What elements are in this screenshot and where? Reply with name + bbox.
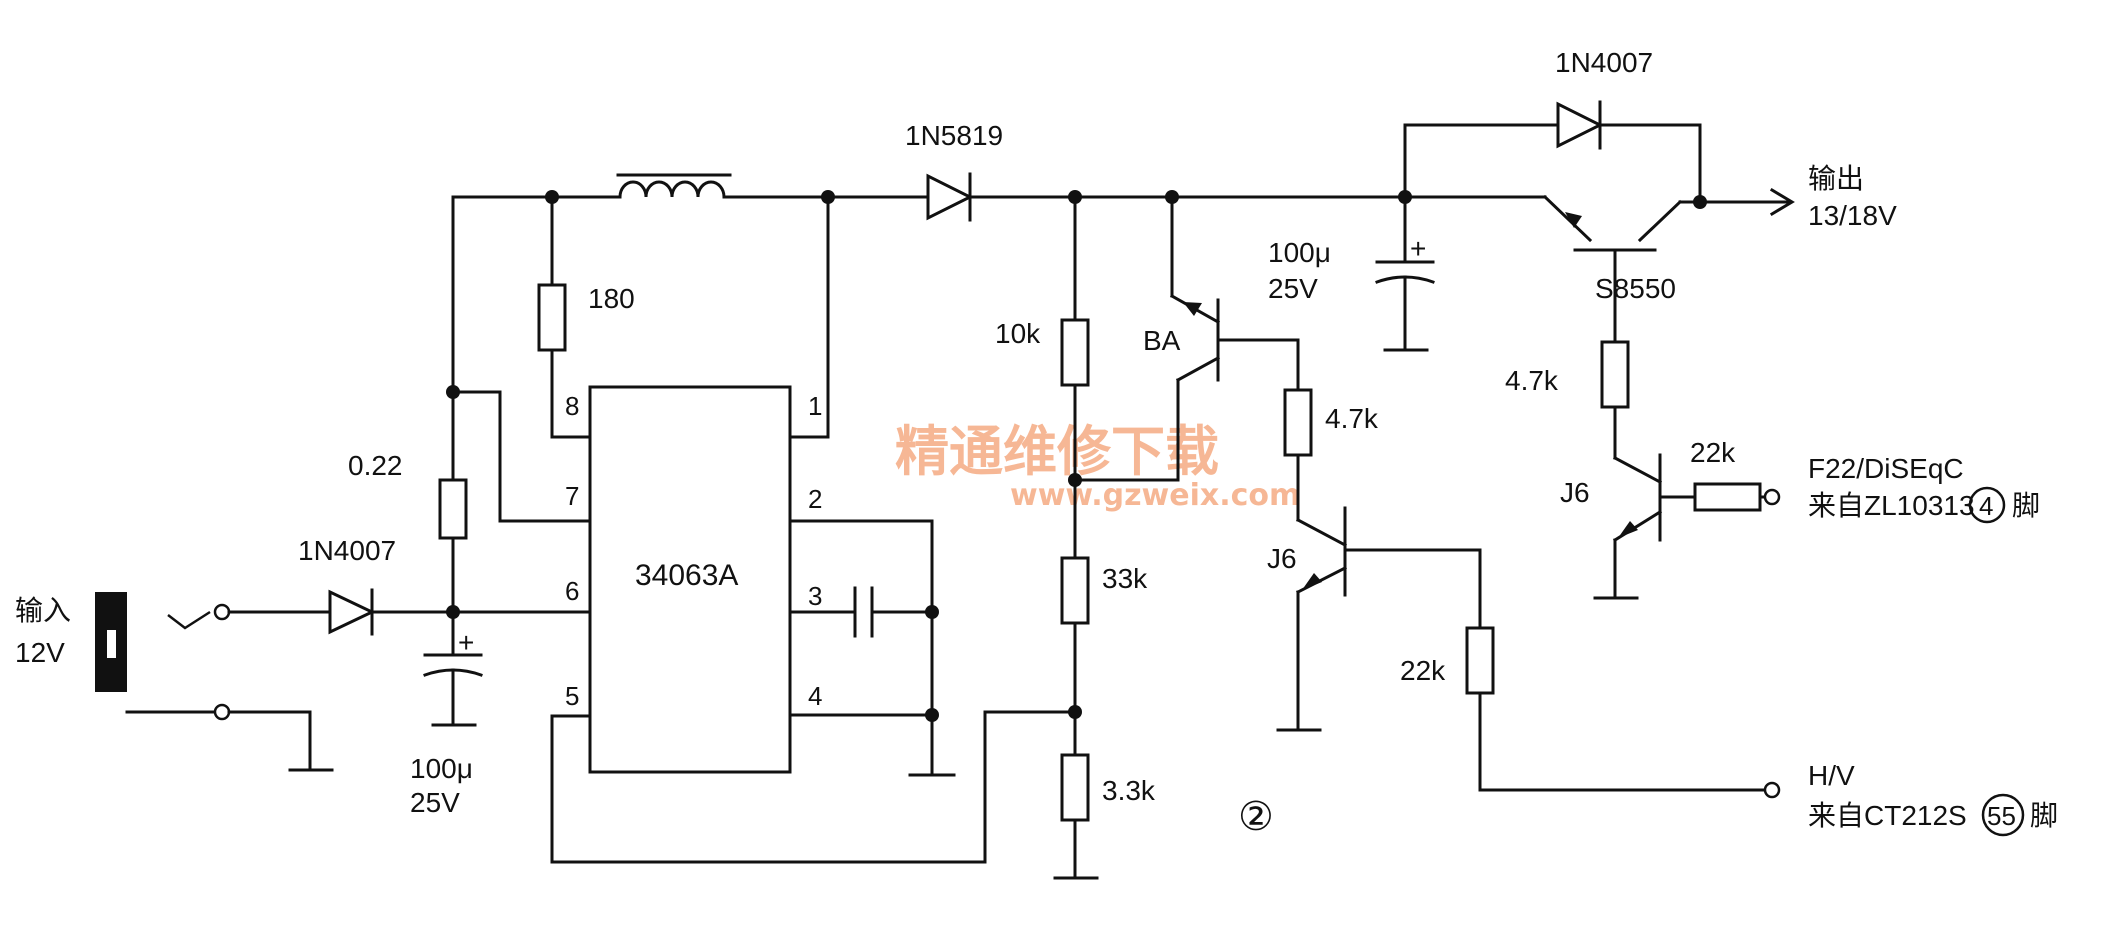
resistor-3k3 <box>1060 753 1090 822</box>
input-voltage: 12V <box>15 637 65 668</box>
cap-input-voltage: 25V <box>410 787 460 818</box>
resistor-3k3-label: 3.3k <box>1102 775 1156 806</box>
input-switch <box>167 603 231 630</box>
resistor-sense <box>438 478 468 540</box>
watermark-cn: 精通维修下载 <box>895 420 1219 483</box>
hv-label: H/V <box>1808 760 1855 791</box>
resistor-33k-label: 33k <box>1102 563 1148 594</box>
watermark-url: www.gzweix.com <box>1010 478 1300 513</box>
resistor-180-label: 180 <box>588 283 635 314</box>
watermark: 精通维修下载 www.gzweix.com <box>895 420 1300 513</box>
f22-pin-circle <box>1968 486 2006 524</box>
pin-4: 4 <box>808 681 822 711</box>
ic-label: 34063A <box>635 559 738 592</box>
diode-input-label: 1N4007 <box>298 535 396 566</box>
resistor-180 <box>537 283 567 352</box>
cap-output-polarity: + <box>1410 233 1426 264</box>
pin-1: 1 <box>808 391 822 421</box>
input-label: 输入 <box>15 595 71 626</box>
ic-34063a <box>588 385 792 774</box>
diode-bypass <box>1556 100 1604 150</box>
resistor-22k-mid-label: 22k <box>1400 655 1446 686</box>
f22-pin: 4 <box>1979 491 1993 521</box>
pin-2: 2 <box>808 484 822 514</box>
resistor-10k <box>1060 318 1090 387</box>
f22-source: 来自ZL10313 <box>1808 490 1975 521</box>
hv-pin: 55 <box>1987 801 2016 831</box>
resistor-22k-right-label: 22k <box>1690 437 1736 468</box>
cap-output-value: 100μ <box>1268 237 1331 268</box>
hv-pin-circle <box>1981 793 2025 837</box>
pin-6: 6 <box>565 576 579 606</box>
resistor-33k <box>1060 556 1090 625</box>
resistor-4k7-right <box>1600 340 1630 409</box>
f22-pin-suffix: 脚 <box>2012 490 2040 521</box>
diode-schottky <box>926 172 974 222</box>
cap-input-polarity: + <box>458 627 474 658</box>
resistor-4k7-mid-label: 4.7k <box>1325 403 1379 434</box>
transistor-j6-right-label: J6 <box>1560 477 1590 508</box>
figure-number: ② <box>1238 794 1274 840</box>
input-connector <box>95 592 127 692</box>
transistor-j6-mid-label: J6 <box>1267 543 1297 574</box>
cap-input-value: 100μ <box>410 753 473 784</box>
diode-input <box>328 588 376 636</box>
resistor-4k7-right-label: 4.7k <box>1505 365 1559 396</box>
resistor-22k-right <box>1693 482 1762 512</box>
resistor-4k7-mid <box>1283 388 1313 457</box>
transistor-ba-label: BA <box>1143 325 1181 356</box>
output-label: 输出 <box>1808 163 1864 194</box>
diode-bypass-label: 1N4007 <box>1555 47 1653 78</box>
output-voltage: 13/18V <box>1808 200 1897 231</box>
resistor-22k-mid <box>1465 626 1495 695</box>
pin-3: 3 <box>808 581 822 611</box>
hv-pin-suffix: 脚 <box>2030 800 2058 831</box>
pin-7: 7 <box>565 481 579 511</box>
resistor-sense-label: 0.22 <box>348 450 403 481</box>
pin-8: 8 <box>565 391 579 421</box>
resistor-10k-label: 10k <box>995 318 1041 349</box>
cap-output-voltage: 25V <box>1268 273 1318 304</box>
pin-5: 5 <box>565 681 579 711</box>
inductor <box>616 180 732 199</box>
transistor-s8550-label: S8550 <box>1595 273 1676 304</box>
diode-schottky-label: 1N5819 <box>905 120 1003 151</box>
hv-source: 来自CT212S <box>1808 800 1967 831</box>
f22-label: F22/DiSEqC <box>1808 453 1964 484</box>
